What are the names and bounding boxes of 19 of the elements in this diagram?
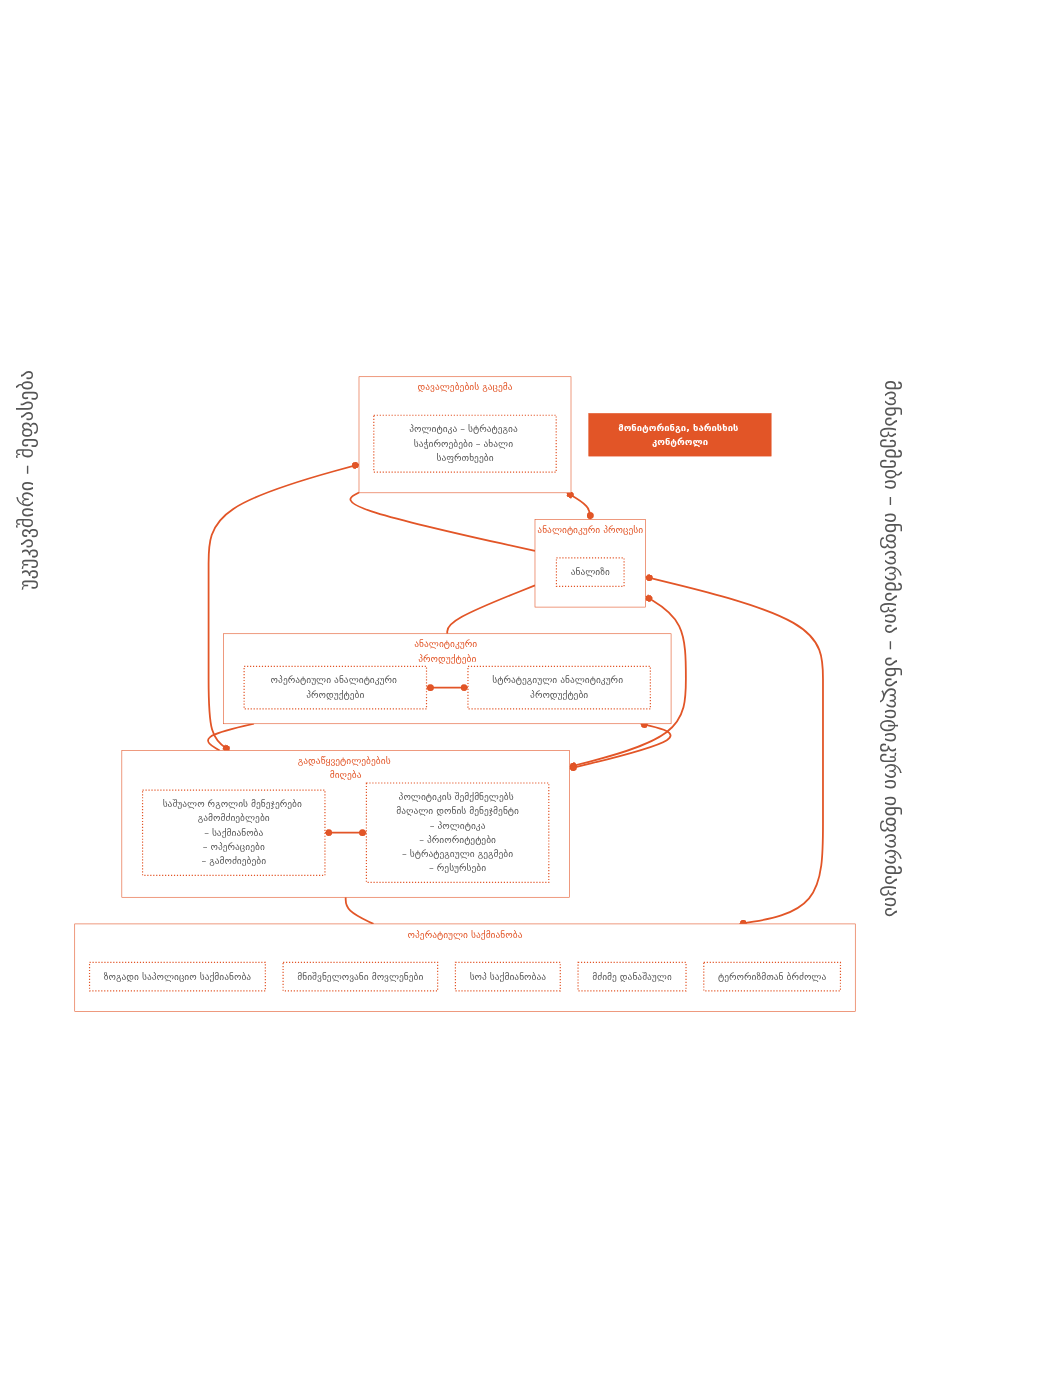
- node-box: მძიმე დანაშაული: [577, 962, 687, 992]
- node-box: ტერორიზმთან ბრძოლა: [703, 962, 842, 992]
- node-box: პოლიტიკა – სტრატეგია საჭიროებები – ახალი საფრთხეები: [373, 415, 557, 473]
- node-box: სტრატეგიული ანალიტიკური პროდუქტები: [467, 666, 651, 710]
- node-box: მნიშვნელოვანი მოვლენები: [282, 962, 439, 992]
- node-box: ზოგადი საპოლიციო საქმიანობა: [88, 962, 266, 992]
- vertical-label: მონაცემები – ინფორმაცია – ანალიტიკური ინფორმაცია: [880, 380, 904, 918]
- connector: [565, 491, 594, 521]
- node-box: სოპ საქმიანობაა: [454, 962, 561, 992]
- connector: [446, 584, 536, 635]
- connector: [344, 896, 375, 926]
- node-box: ანალიზი: [555, 557, 625, 588]
- node-box: ოპერატიული ანალიტიკური პროდუქტები: [243, 666, 428, 710]
- connector: [568, 595, 687, 770]
- node-box: პოლიტიკის შემქმნელებს მაღალი დონის მენეჯმენტი – პოლიტიკა – პრიორიტეტები – სტრატეგიული გეგმები – რესურსები: [365, 782, 550, 884]
- node-box: მონიტორინგი, ხარისხის კონტროლი: [588, 413, 772, 457]
- vertical-label: უკუკავშირი – შეფასება: [14, 370, 38, 590]
- node-box: საშუალო რგოლის მენეჯერები გამომძიებლები – საქმიანობა – ოპერაციები – გამოძიებები: [141, 789, 326, 877]
- connector: [349, 491, 536, 553]
